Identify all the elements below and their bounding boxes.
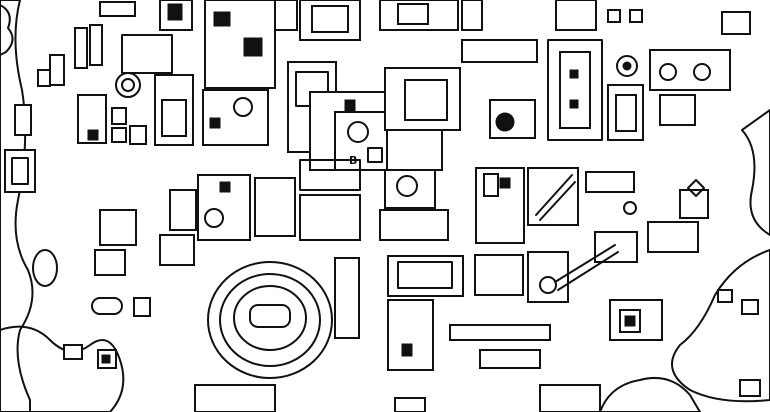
central-district xyxy=(169,167,709,263)
stadium xyxy=(207,261,333,379)
southwest-district xyxy=(32,209,360,412)
west-district xyxy=(4,1,194,193)
northeast-district xyxy=(489,0,751,141)
tree-cluster xyxy=(0,4,14,56)
south-district xyxy=(387,244,761,412)
central-compound: B xxx xyxy=(287,61,461,209)
coastline-east xyxy=(599,109,770,412)
coastline-west xyxy=(0,0,125,412)
north-district xyxy=(159,0,538,146)
